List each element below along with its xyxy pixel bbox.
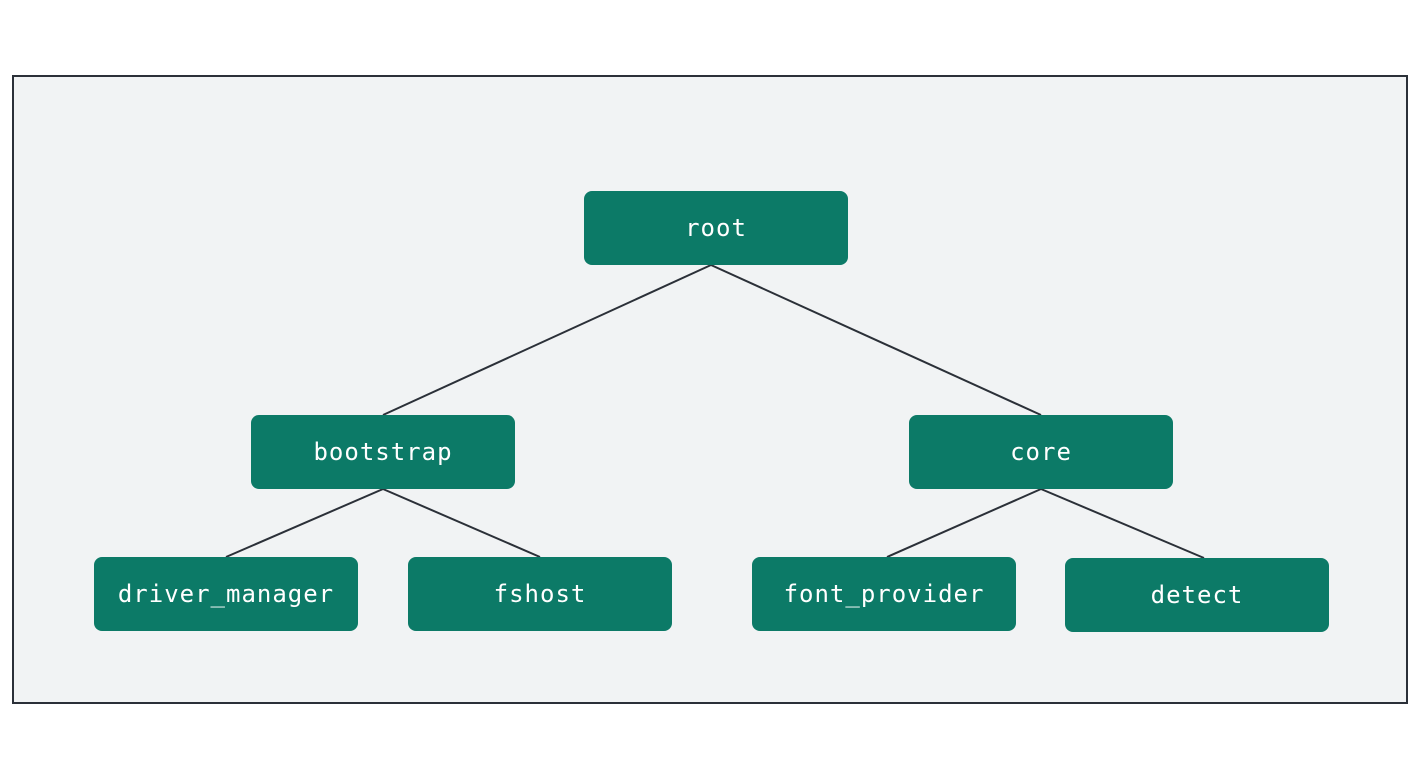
node-root: root xyxy=(584,191,848,265)
node-core: core xyxy=(909,415,1173,489)
node-driver-manager: driver_manager xyxy=(94,557,358,631)
node-bootstrap: bootstrap xyxy=(251,415,515,489)
node-font-provider: font_provider xyxy=(752,557,1016,631)
node-detect: detect xyxy=(1065,558,1329,632)
node-fshost: fshost xyxy=(408,557,672,631)
